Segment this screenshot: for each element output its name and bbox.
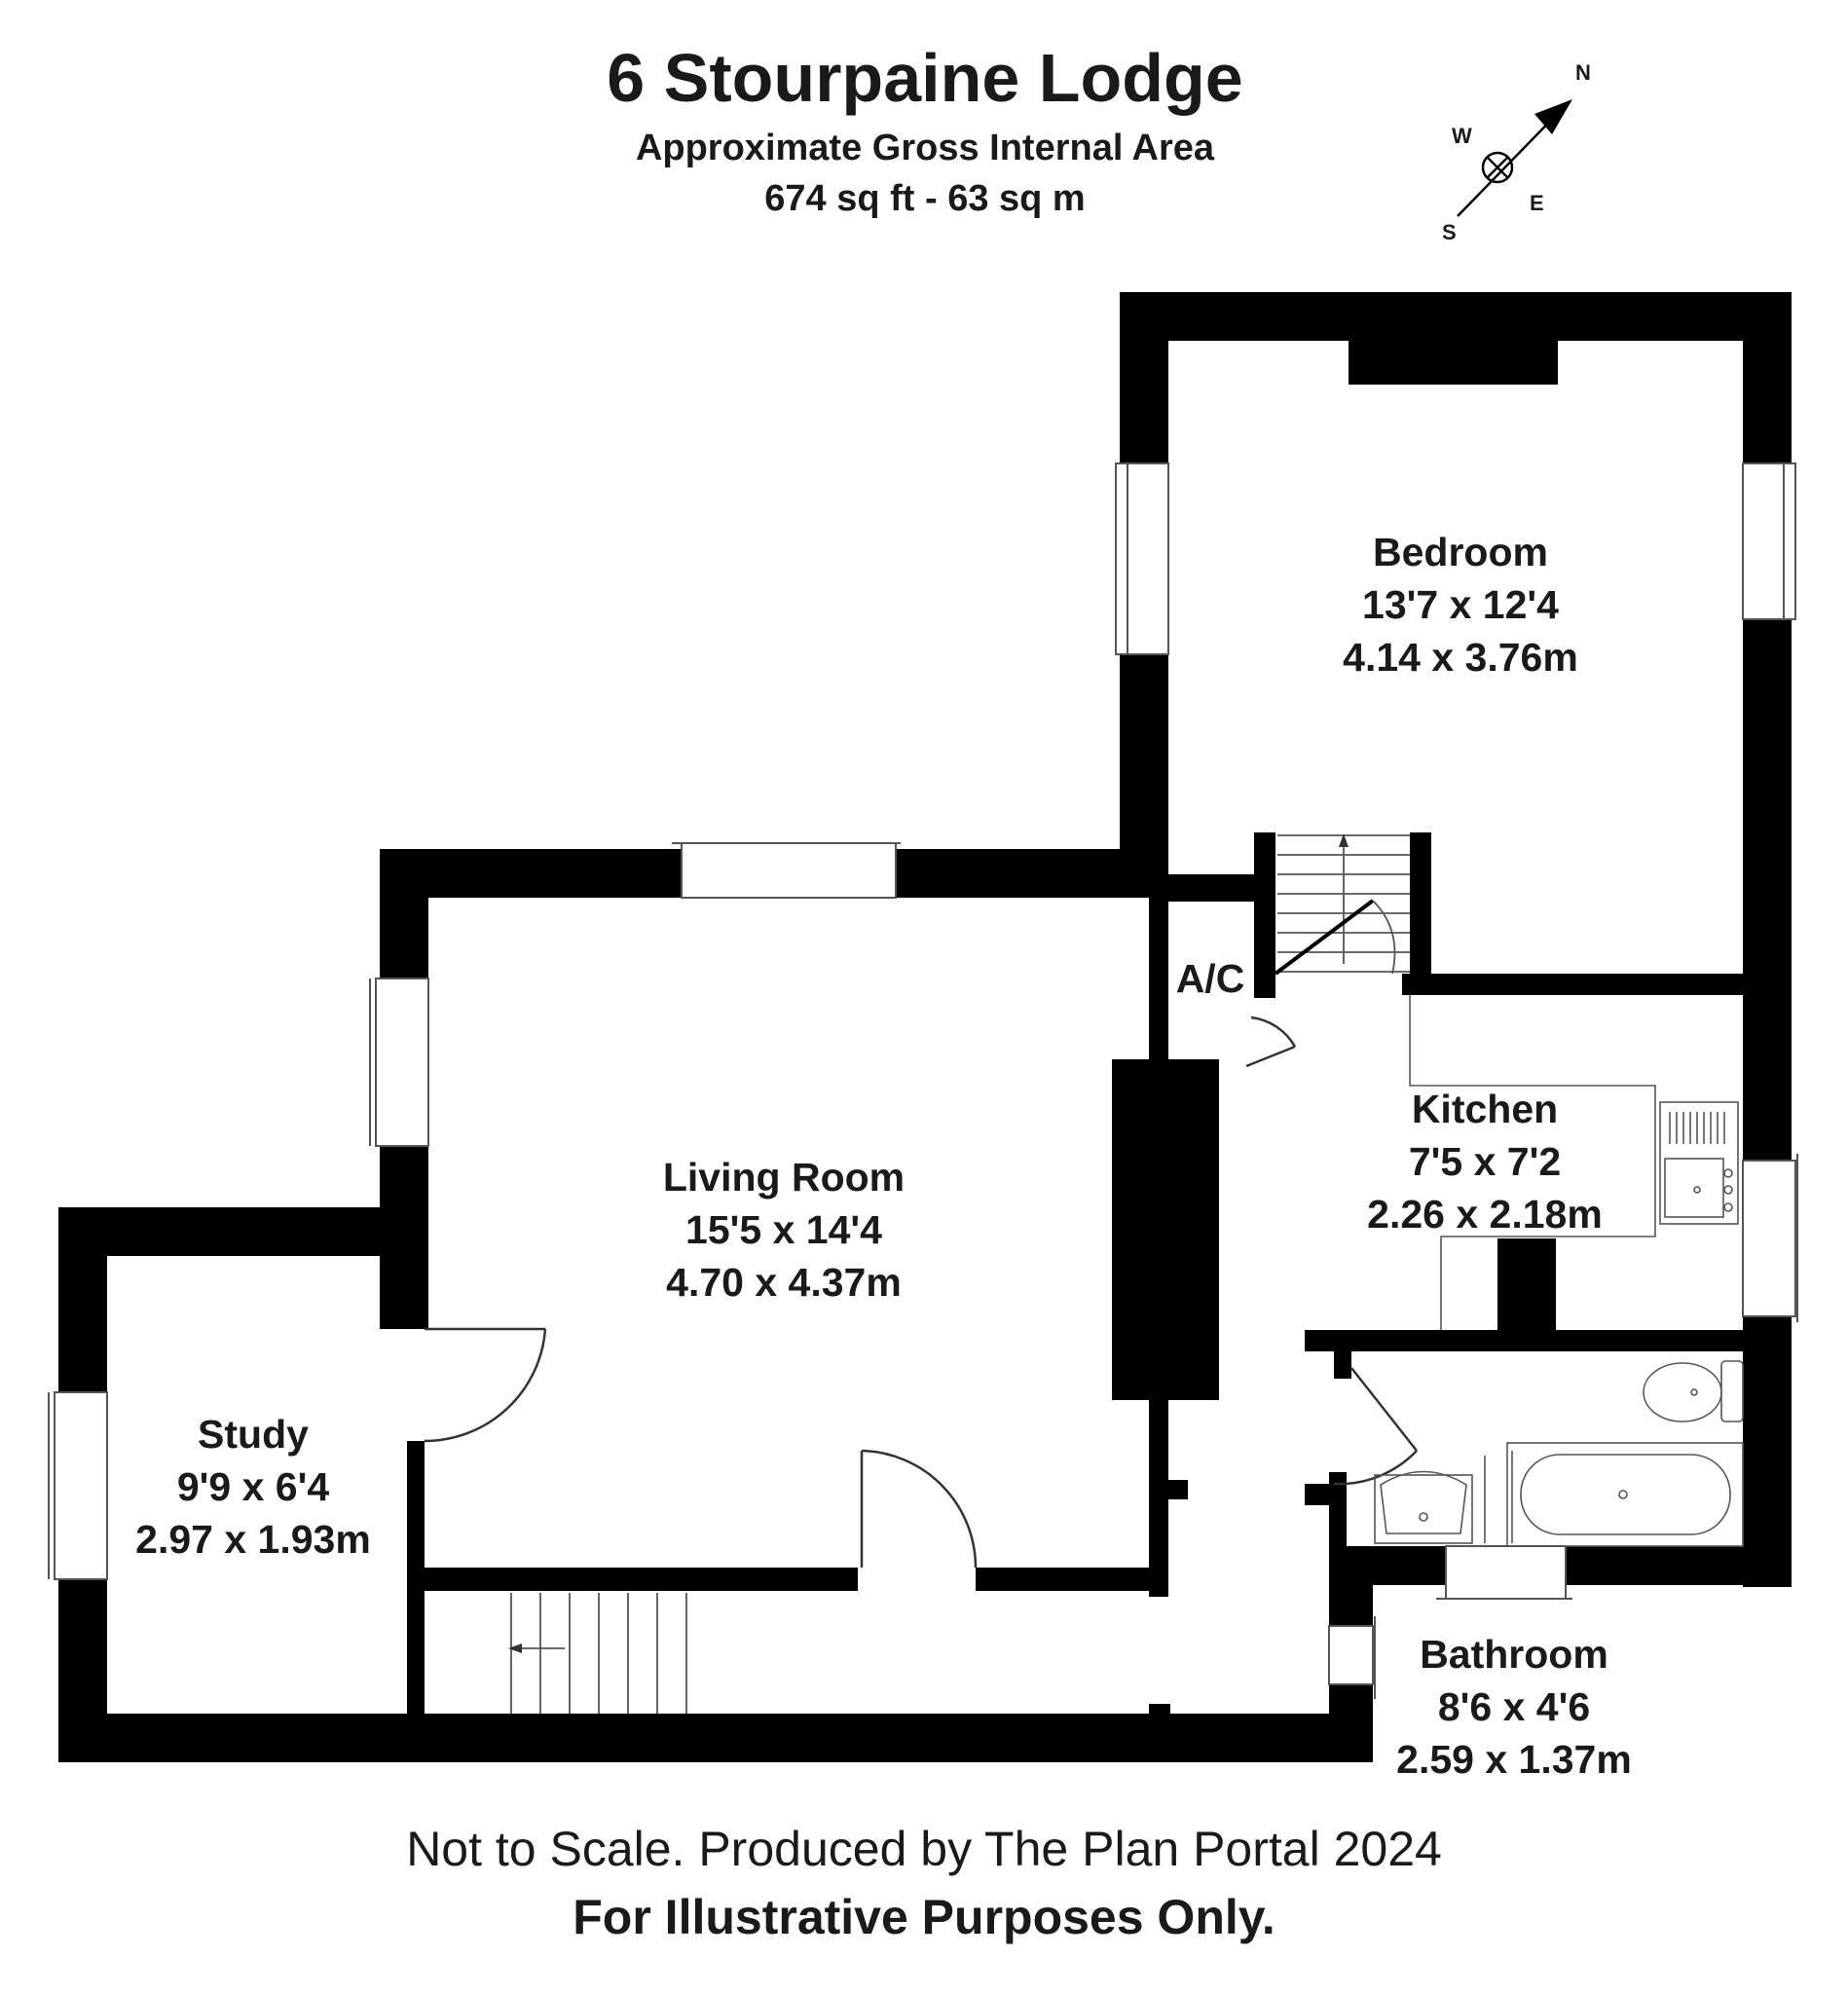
kitchen-sink xyxy=(1664,1158,1724,1218)
compass xyxy=(1457,99,1572,217)
area-value: 674 sq ft - 63 sq m xyxy=(764,178,1086,219)
cooker xyxy=(1659,1101,1739,1225)
room-dimensions-imperial: 7'5 x 7'2 xyxy=(1408,1139,1562,1184)
room-dimensions-metric: 2.97 x 1.93m xyxy=(135,1517,371,1562)
page-title: 6 Stourpaine Lodge xyxy=(607,40,1243,116)
doors xyxy=(424,1015,1418,1569)
room-dimensions-metric: 2.59 x 1.37m xyxy=(1396,1737,1632,1782)
compass-rose-icon xyxy=(1481,151,1514,184)
room-dimensions-imperial: 9'9 x 6'4 xyxy=(176,1464,330,1509)
room-name: Study xyxy=(198,1412,309,1457)
kitchen-worktop xyxy=(1409,995,1656,1330)
room-name: Kitchen xyxy=(1411,1087,1559,1131)
window-bedroom-west xyxy=(1115,462,1169,655)
room-dimensions-imperial: 13'7 x 12'4 xyxy=(1362,582,1559,627)
room-dimensions-imperial: 15'5 x 14'4 xyxy=(685,1207,882,1252)
room-dimensions-metric: 4.14 x 3.76m xyxy=(1343,635,1578,680)
footer-illustrative-note: For Illustrative Purposes Only. xyxy=(573,1890,1275,1944)
window-living-north xyxy=(672,842,901,899)
compass-west-label: W xyxy=(1452,124,1472,148)
room-dimensions-metric: 2.26 x 2.18m xyxy=(1367,1192,1603,1237)
compass-east-label: E xyxy=(1530,191,1544,215)
door-living xyxy=(860,1449,978,1569)
window-study-west xyxy=(48,1391,108,1580)
room-label-bedroom: Bedroom 13'7 x 12'4 4.14 x 3.76m xyxy=(1295,526,1626,683)
kitchen-fixtures xyxy=(1409,995,1739,1330)
washbasin xyxy=(1374,1470,1473,1544)
room-name: Bathroom xyxy=(1420,1632,1608,1677)
door-airing-cupboard xyxy=(1245,1015,1297,1068)
room-dimensions-imperial: 8'6 x 4'6 xyxy=(1437,1684,1591,1729)
room-label-bathroom: Bathroom 8'6 x 4'6 2.59 x 1.37m xyxy=(1373,1628,1655,1786)
window-living-west xyxy=(369,978,429,1147)
room-name: Living Room xyxy=(662,1155,906,1200)
compass-south-label: S xyxy=(1442,220,1457,244)
door-study xyxy=(424,1327,547,1443)
room-label-study: Study 9'9 x 6'4 2.97 x 1.93m xyxy=(107,1408,399,1566)
footer-disclaimer: Not to Scale. Produced by The Plan Porta… xyxy=(406,1822,1442,1876)
stairs-lower xyxy=(510,1593,687,1714)
room-label-airing-cupboard: A/C xyxy=(1166,952,1254,1005)
window-bathroom-south xyxy=(1436,1545,1572,1600)
room-label-living-room: Living Room 15'5 x 14'4 4.70 x 4.37m xyxy=(613,1151,954,1309)
bathtub xyxy=(1506,1442,1744,1547)
north-arrow-icon xyxy=(1534,99,1572,134)
toilet xyxy=(1643,1360,1744,1422)
stairs xyxy=(510,834,1410,1714)
room-name: A/C xyxy=(1175,956,1245,1001)
windows xyxy=(48,462,1798,1699)
room-name: Bedroom xyxy=(1373,530,1548,574)
stairs-lower-arrow xyxy=(508,1643,522,1653)
stairs-upper xyxy=(1274,834,1410,976)
window-kitchen-east xyxy=(1742,1154,1798,1322)
compass-north-label: N xyxy=(1575,60,1591,85)
door-bathroom xyxy=(1333,1367,1418,1486)
room-dimensions-metric: 4.70 x 4.37m xyxy=(666,1260,902,1305)
room-label-kitchen: Kitchen 7'5 x 7'2 2.26 x 2.18m xyxy=(1334,1083,1636,1240)
bathroom-fixtures xyxy=(1374,1360,1744,1547)
area-subtitle: Approximate Gross Internal Area xyxy=(635,128,1215,168)
header: 6 Stourpaine Lodge Approximate Gross Int… xyxy=(438,39,1412,224)
window-bedroom-east xyxy=(1742,462,1796,620)
stairs-upper-arrow xyxy=(1339,833,1349,847)
window-hall-east xyxy=(1328,1616,1376,1699)
